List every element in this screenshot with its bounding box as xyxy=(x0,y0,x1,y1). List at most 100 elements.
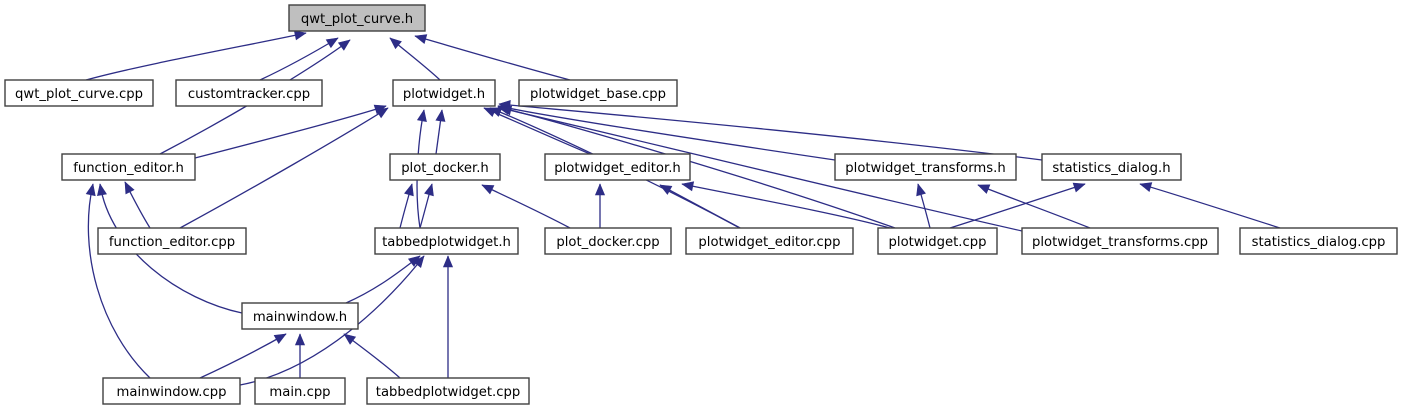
edge-arrowhead-icon xyxy=(375,107,389,119)
graph-edge xyxy=(659,184,741,229)
graph-edge xyxy=(681,181,891,229)
edge-layer xyxy=(85,30,1281,386)
edge-arrowhead-icon xyxy=(294,333,306,346)
graph-node[interactable]: tabbedplotwidget.h xyxy=(374,227,519,255)
edge-line xyxy=(497,105,836,161)
node-box[interactable] xyxy=(97,227,247,255)
node-label: mainwindow.h xyxy=(253,310,347,325)
graph-node[interactable]: plotwidget.cpp xyxy=(877,227,998,255)
node-label: statistics_dialog.h xyxy=(1052,161,1170,176)
graph-node[interactable]: main.cpp xyxy=(254,377,346,405)
edge-arrowhead-icon xyxy=(293,30,307,41)
node-box[interactable] xyxy=(834,153,1017,181)
graph-edge xyxy=(239,255,425,386)
graph-edge xyxy=(399,183,414,229)
node-box[interactable] xyxy=(877,227,998,255)
edge-arrowhead-icon xyxy=(337,39,351,51)
graph-node[interactable]: plot_docker.h xyxy=(389,153,501,181)
graph-node[interactable]: plotwidget_editor.h xyxy=(544,153,691,181)
graph-edge xyxy=(1139,182,1281,229)
edge-arrowhead-icon xyxy=(416,109,427,123)
edge-line xyxy=(499,107,1023,232)
node-label: main.cpp xyxy=(269,385,330,400)
node-box[interactable] xyxy=(389,153,501,181)
graph-edge xyxy=(435,109,446,155)
node-box[interactable] xyxy=(366,377,530,405)
edge-line xyxy=(498,103,1043,161)
graph-edge xyxy=(414,34,571,81)
graph-node[interactable]: function_editor.cpp xyxy=(97,227,247,255)
node-label: plotwidget.cpp xyxy=(889,235,987,250)
edge-line xyxy=(681,183,891,229)
edge-arrowhead-icon xyxy=(1072,182,1086,193)
graph-edge xyxy=(97,183,243,314)
graph-node[interactable]: plot_docker.cpp xyxy=(544,227,672,255)
graph-node[interactable]: mainwindow.h xyxy=(241,302,359,330)
edge-arrowhead-icon xyxy=(681,181,695,192)
graph-node[interactable]: plotwidget_transforms.h xyxy=(834,153,1017,181)
graph-node[interactable]: plotwidget_editor.cpp xyxy=(685,227,854,255)
edge-line xyxy=(87,183,151,379)
edge-line xyxy=(85,32,307,81)
graph-node[interactable]: tabbedplotwidget.cpp xyxy=(366,377,530,405)
edge-line xyxy=(99,183,243,314)
node-box[interactable] xyxy=(241,302,359,330)
graph-edge xyxy=(442,255,454,378)
graph-edge xyxy=(85,183,151,379)
node-box[interactable] xyxy=(254,377,346,405)
edge-arrowhead-icon xyxy=(273,333,287,344)
edge-arrowhead-icon xyxy=(389,37,402,50)
graph-node[interactable]: plotwidget_transforms.cpp xyxy=(1021,227,1219,255)
edge-arrowhead-icon xyxy=(489,107,503,117)
edge-arrowhead-icon xyxy=(435,109,446,122)
node-box[interactable] xyxy=(288,4,426,32)
node-label: plotwidget_editor.h xyxy=(554,161,681,176)
node-box[interactable] xyxy=(1021,227,1219,255)
graph-node[interactable]: statistics_dialog.h xyxy=(1041,153,1182,181)
node-box[interactable] xyxy=(4,79,154,107)
graph-edge xyxy=(85,30,307,81)
edge-arrowhead-icon xyxy=(977,184,991,194)
graph-node[interactable]: function_editor.h xyxy=(61,153,196,181)
graph-node[interactable]: plotwidget.h xyxy=(392,79,496,107)
node-box[interactable] xyxy=(392,79,496,107)
node-box[interactable] xyxy=(518,79,678,107)
node-box[interactable] xyxy=(1239,227,1398,255)
node-box[interactable] xyxy=(374,227,519,255)
node-label: plotwidget_editor.cpp xyxy=(698,235,840,250)
graph-node-root[interactable]: qwt_plot_curve.h xyxy=(288,4,426,32)
node-label: plot_docker.h xyxy=(401,161,489,176)
node-label: mainwindow.cpp xyxy=(117,385,227,400)
node-box[interactable] xyxy=(544,153,691,181)
graph-node[interactable]: qwt_plot_curve.cpp xyxy=(4,79,154,107)
graph-edge xyxy=(389,37,441,81)
graph-node[interactable]: mainwindow.cpp xyxy=(102,377,241,405)
node-label: qwt_plot_curve.cpp xyxy=(15,87,143,102)
node-label: function_editor.cpp xyxy=(109,235,235,250)
edge-line xyxy=(483,107,591,155)
node-layer: qwt_plot_curve.h qwt_plot_curve.cpp custom… xyxy=(4,4,1398,405)
edge-arrowhead-icon xyxy=(414,34,428,44)
edge-arrowhead-icon xyxy=(343,333,357,345)
edge-line xyxy=(481,184,571,229)
node-label: customtracker.cpp xyxy=(188,87,310,102)
graph-node[interactable]: plotwidget_base.cpp xyxy=(518,79,678,107)
node-box[interactable] xyxy=(175,79,323,107)
edge-arrowhead-icon xyxy=(481,184,495,195)
node-box[interactable] xyxy=(685,227,854,255)
node-label: plotwidget_transforms.cpp xyxy=(1032,235,1208,250)
node-box[interactable] xyxy=(544,227,672,255)
graph-node[interactable]: customtracker.cpp xyxy=(175,79,323,107)
edge-arrowhead-icon xyxy=(499,105,513,116)
graph-node[interactable]: statistics_dialog.cpp xyxy=(1239,227,1398,255)
graph-edge xyxy=(594,183,606,229)
node-label: function_editor.h xyxy=(73,161,184,176)
edge-arrowhead-icon xyxy=(594,183,606,196)
edge-arrowhead-icon xyxy=(85,183,96,197)
node-box[interactable] xyxy=(1041,153,1182,181)
graph-edge xyxy=(179,107,389,229)
node-box[interactable] xyxy=(102,377,241,405)
edge-arrowhead-icon xyxy=(442,255,454,268)
node-box[interactable] xyxy=(61,153,196,181)
